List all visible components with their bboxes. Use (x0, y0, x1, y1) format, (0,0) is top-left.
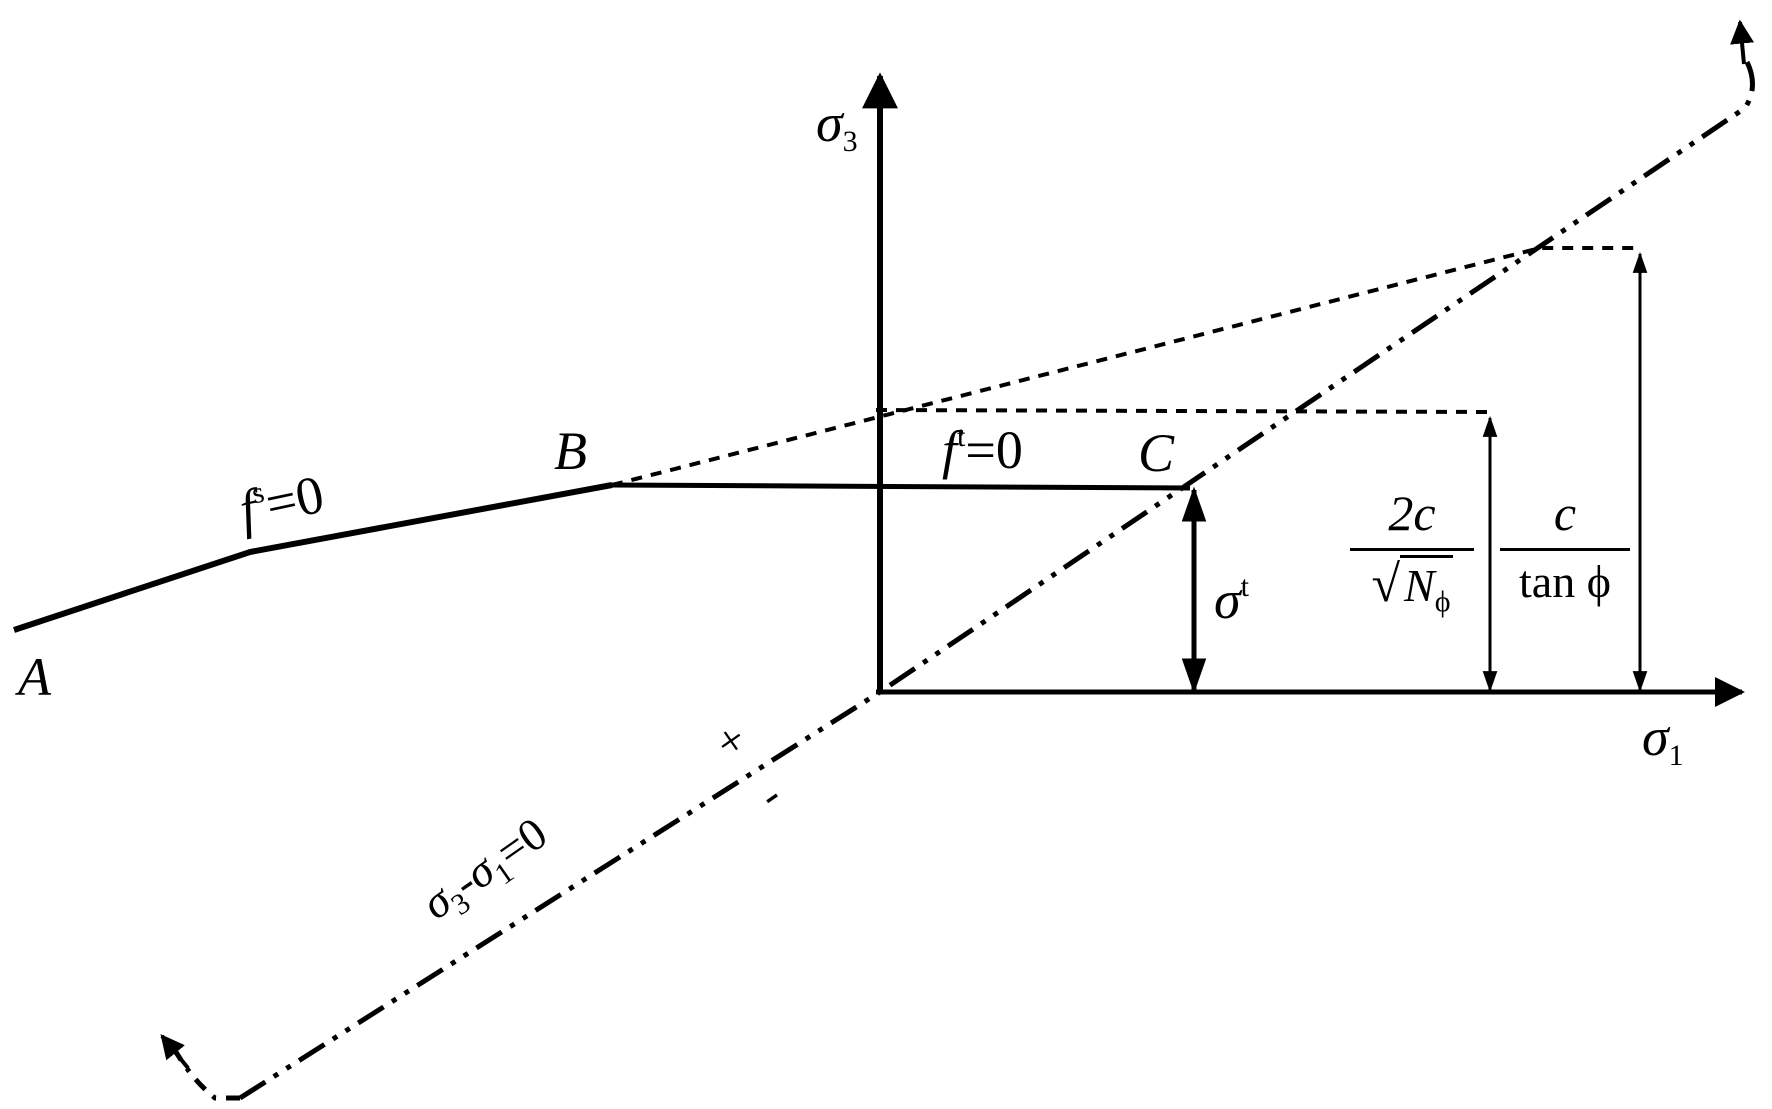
tension-failure-line (611, 482, 1191, 491)
sigma1-axis-label: σ1 (1642, 707, 1684, 772)
shear-failure-line (13, 482, 613, 633)
diagonal-lower-hook (169, 1043, 240, 1101)
point-a-label: A (18, 647, 51, 707)
tension-criterion-label: ft=0 (942, 420, 1023, 480)
intercept-line (875, 408, 1491, 414)
cohesion-over-tan-phi-label: c tan ϕ (1500, 488, 1630, 605)
point-c-label: C (1138, 423, 1175, 483)
diagonal-dash-dot-line (238, 56, 1755, 1101)
tensile-strength-label: σt (1214, 570, 1249, 630)
diagonal-lower-arrow (160, 1034, 190, 1070)
sigma3-axis-label: σ3 (816, 93, 858, 158)
point-b-label: B (554, 421, 587, 481)
shear-line-extension (611, 246, 1640, 487)
cohesion-over-sqrt-n-label: 2c √Nϕ (1350, 488, 1474, 617)
diagonal-upper-arrow (1730, 19, 1754, 65)
